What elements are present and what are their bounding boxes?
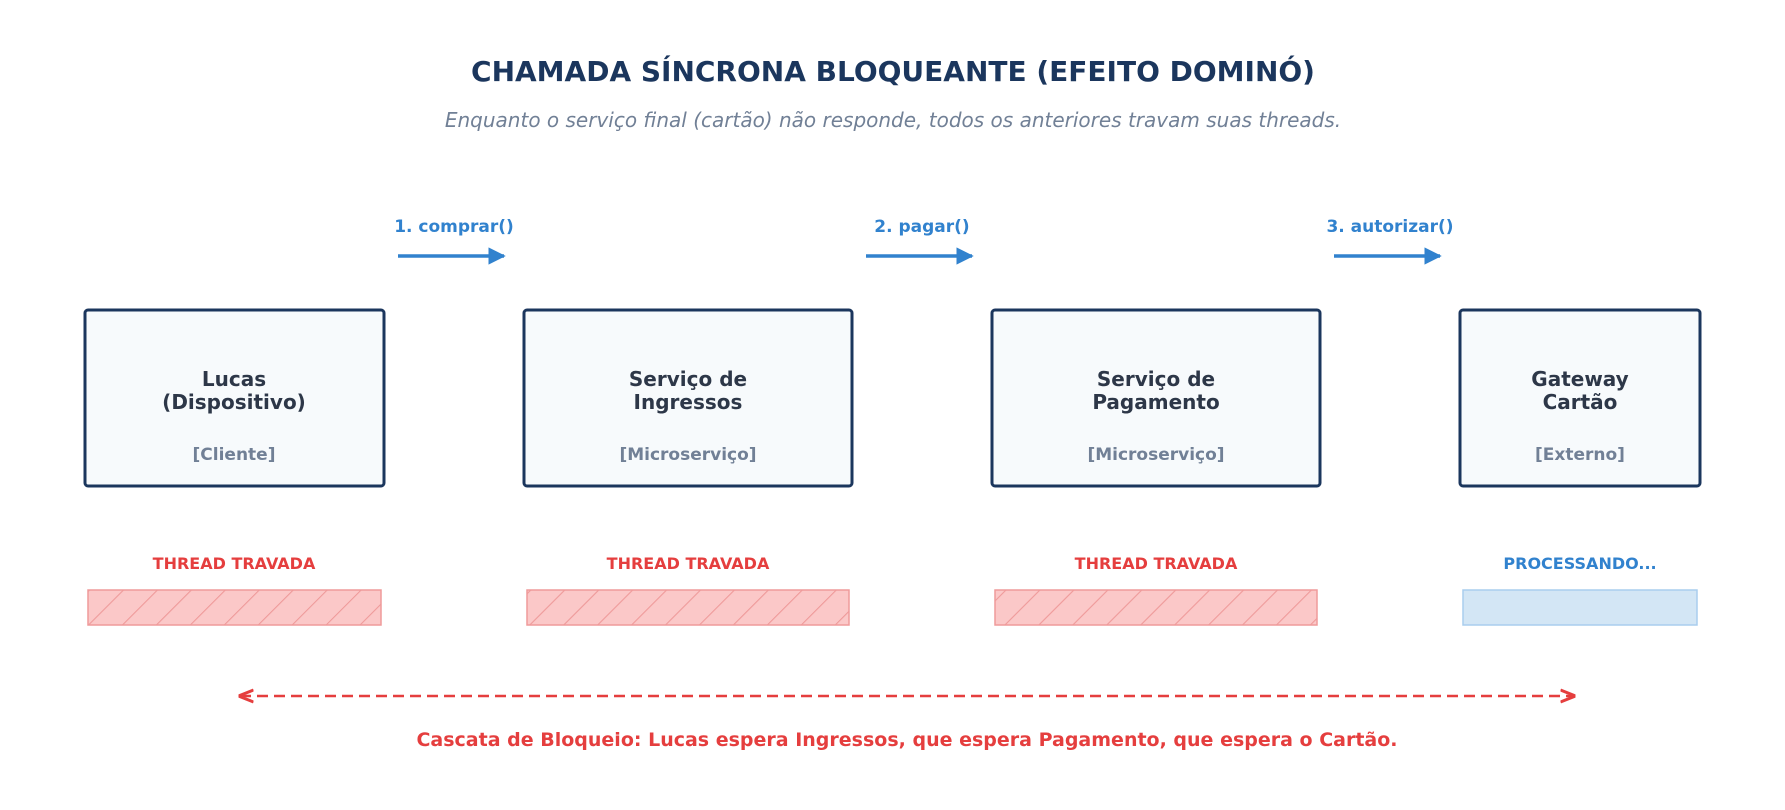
call-label-pagar: 2. pagar()	[874, 217, 969, 237]
call-label-autorizar: 3. autorizar()	[1326, 217, 1453, 237]
node-ingressos-thread-bar	[526, 589, 850, 626]
node-pagamento-box	[990, 308, 1322, 488]
node-ingressos-subtitle: [Microserviço]	[619, 445, 756, 465]
call-autorizar: 3. autorizar()	[1326, 217, 1454, 265]
node-lucas-status: THREAD TRAVADA	[153, 554, 316, 573]
call-pagar: 2. pagar()	[866, 217, 974, 265]
node-ingressos-title-line2: Ingressos	[634, 390, 743, 414]
node-gateway-title-line1: Gateway	[1531, 367, 1628, 391]
node-lucas-subtitle: [Cliente]	[193, 445, 276, 465]
node-gateway-processing-bar	[1462, 589, 1698, 626]
diagram-subtitle: Enquanto o serviço final (cartão) não re…	[445, 108, 1341, 132]
node-ingressos-title-line1: Serviço de	[629, 367, 747, 391]
cascade-caption: Cascata de Bloqueio: Lucas espera Ingres…	[416, 729, 1397, 751]
node-pagamento-thread-bar	[994, 589, 1318, 626]
node-pagamento-title-line1: Serviço de	[1097, 367, 1215, 391]
node-gateway: Gateway Cartão [Externo] PROCESSANDO...	[1458, 308, 1702, 626]
node-gateway-box	[1458, 308, 1702, 488]
node-lucas-thread-bar	[87, 589, 382, 626]
node-ingressos-box	[522, 308, 854, 488]
node-gateway-status: PROCESSANDO...	[1503, 554, 1656, 573]
call-comprar: 1. comprar()	[394, 217, 514, 265]
node-pagamento-title-line2: Pagamento	[1092, 390, 1219, 414]
node-lucas-title-line1: Lucas	[202, 367, 266, 391]
call-label-comprar: 1. comprar()	[394, 217, 514, 237]
node-pagamento-subtitle: [Microserviço]	[1087, 445, 1224, 465]
node-lucas-title-line2: (Dispositivo)	[162, 390, 306, 414]
node-ingressos-status: THREAD TRAVADA	[607, 554, 770, 573]
node-gateway-title-line2: Cartão	[1543, 390, 1618, 414]
node-ingressos: Serviço de Ingressos [Microserviço] THRE…	[522, 308, 854, 626]
node-lucas-box	[83, 308, 386, 488]
diagram-title: CHAMADA SÍNCRONA BLOQUEANTE (EFEITO DOMI…	[471, 54, 1315, 88]
node-pagamento: Serviço de Pagamento [Microserviço] THRE…	[990, 308, 1322, 626]
node-pagamento-status: THREAD TRAVADA	[1075, 554, 1238, 573]
node-lucas: Lucas (Dispositivo) [Cliente] THREAD TRA…	[83, 308, 386, 626]
node-gateway-subtitle: [Externo]	[1535, 445, 1625, 465]
